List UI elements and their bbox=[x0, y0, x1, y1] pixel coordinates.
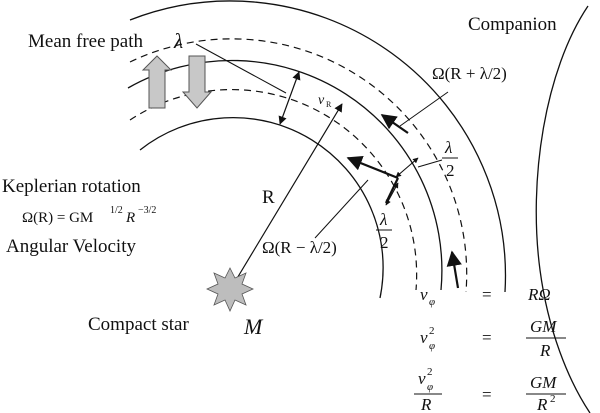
eq3-lhs-sup: 2 bbox=[427, 366, 433, 378]
vphi-arrow bbox=[446, 250, 462, 289]
lambda-label: λ bbox=[173, 29, 183, 53]
lambda-half-upper-den: 2 bbox=[446, 161, 455, 180]
outer-disk-arc bbox=[129, 0, 507, 293]
omega-plus-pointer bbox=[399, 91, 449, 127]
omega-minus-pointer bbox=[314, 179, 369, 239]
v-r-subscript: R bbox=[326, 100, 332, 109]
eq1-lhs: v bbox=[420, 285, 428, 304]
eq2-den: R bbox=[539, 341, 551, 360]
eq3-den: R bbox=[536, 395, 548, 413]
lambda-half-lower-num: λ bbox=[379, 210, 387, 229]
lambda-half-lower-arrow bbox=[385, 182, 399, 206]
eq3-den-sup: 2 bbox=[550, 393, 556, 405]
eq2-num: GM bbox=[530, 317, 557, 336]
inner-disk-arc bbox=[139, 116, 384, 299]
eq3-equals: = bbox=[482, 385, 492, 404]
mean-free-path-arrow bbox=[278, 71, 301, 125]
eq1-sub: φ bbox=[429, 296, 435, 308]
eq2-sup: 2 bbox=[429, 325, 435, 337]
up-arrow-icon bbox=[141, 55, 173, 109]
omega-formula-exp1: 1/2 bbox=[110, 205, 123, 216]
lambda-half-lower-den: 2 bbox=[380, 233, 389, 252]
outer-velocity-arrow bbox=[380, 114, 409, 134]
compact-star-label: Compact star bbox=[88, 314, 189, 335]
inner-velocity-arrow bbox=[346, 155, 399, 180]
eq1-rhs: RΩ bbox=[527, 285, 551, 304]
omega-plus-label: Ω(R + λ/2) bbox=[432, 64, 507, 83]
eq2-lhs: v bbox=[420, 328, 428, 347]
keplerian-rotation-label: Keplerian rotation bbox=[2, 176, 141, 197]
omega-minus-label: Ω(R − λ/2) bbox=[262, 238, 337, 257]
compact-star-icon bbox=[206, 267, 254, 312]
companion-label: Companion bbox=[468, 14, 557, 35]
eq1-equals: = bbox=[482, 285, 492, 304]
eq3-lhs-den: R bbox=[420, 395, 432, 413]
radius-line bbox=[229, 103, 343, 291]
lambda-pointer-line bbox=[195, 43, 287, 94]
eq3-lhs-num: v bbox=[418, 369, 426, 388]
lambda-half-upper-arrow bbox=[395, 157, 419, 178]
mean-free-path-label: Mean free path bbox=[28, 31, 143, 52]
eq3-lhs-sub: φ bbox=[427, 381, 433, 393]
v-r-label: v bbox=[318, 93, 325, 108]
lambda-half-upper-num: λ bbox=[444, 138, 452, 157]
outer-dashed-arc bbox=[129, 38, 468, 293]
omega-formula-r: R bbox=[125, 210, 135, 226]
down-arrow-icon bbox=[181, 55, 213, 109]
eq2-sub: φ bbox=[429, 340, 435, 352]
omega-formula-exp2: −3/2 bbox=[138, 205, 156, 216]
mass-label: M bbox=[243, 314, 264, 339]
companion-star-edge bbox=[535, 5, 591, 413]
angular-velocity-label: Angular Velocity bbox=[6, 236, 136, 257]
omega-formula-lhs: Ω(R) = GM bbox=[22, 210, 93, 226]
radius-label: R bbox=[262, 187, 275, 208]
eq3-num: GM bbox=[530, 373, 557, 392]
lambda-half-upper-pointer bbox=[417, 159, 443, 168]
equations-block: v φ = RΩ v 2 φ = GM R v 2 φ R = GM R 2 bbox=[414, 285, 566, 413]
eq2-equals: = bbox=[482, 328, 492, 347]
